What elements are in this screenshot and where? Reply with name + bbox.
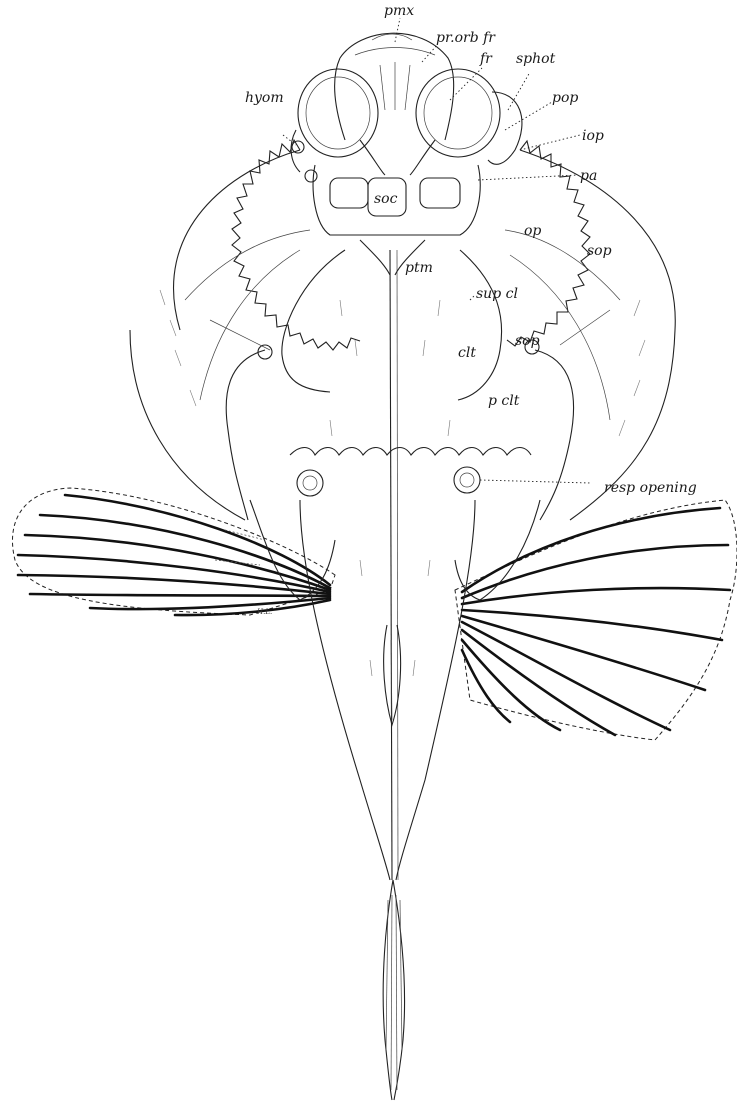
label-sop-lower: sop bbox=[515, 333, 540, 349]
label-resp-opening: resp opening bbox=[604, 480, 697, 496]
label-hyom: hyom bbox=[245, 90, 284, 106]
artist-signature: H.L. bbox=[256, 608, 272, 616]
label-ptm: ptm bbox=[405, 260, 433, 276]
left-pectoral-fin bbox=[12, 488, 335, 615]
label-prorbfr: pr.orb fr bbox=[436, 30, 496, 46]
label-op: op bbox=[524, 223, 541, 239]
label-soc: soc bbox=[374, 191, 398, 207]
label-clt: clt bbox=[458, 345, 476, 361]
label-pop: pop bbox=[552, 90, 578, 106]
spiny-disc bbox=[130, 140, 675, 520]
leader-lines bbox=[283, 18, 590, 483]
label-supcl: sup cl bbox=[476, 286, 518, 302]
label-pa: pa bbox=[580, 168, 597, 184]
label-pclt: p clt bbox=[488, 393, 520, 409]
label-iop: iop bbox=[582, 128, 604, 144]
tail bbox=[383, 880, 404, 1100]
label-sop-upper: sop bbox=[587, 243, 612, 259]
labels: pmx pr.orb fr fr sphot hyom pop iop pa s… bbox=[245, 3, 697, 616]
label-sphot: sphot bbox=[516, 51, 556, 67]
right-pectoral-fin bbox=[455, 500, 737, 740]
label-pmx: pmx bbox=[384, 3, 414, 19]
label-fr: fr bbox=[479, 51, 493, 67]
